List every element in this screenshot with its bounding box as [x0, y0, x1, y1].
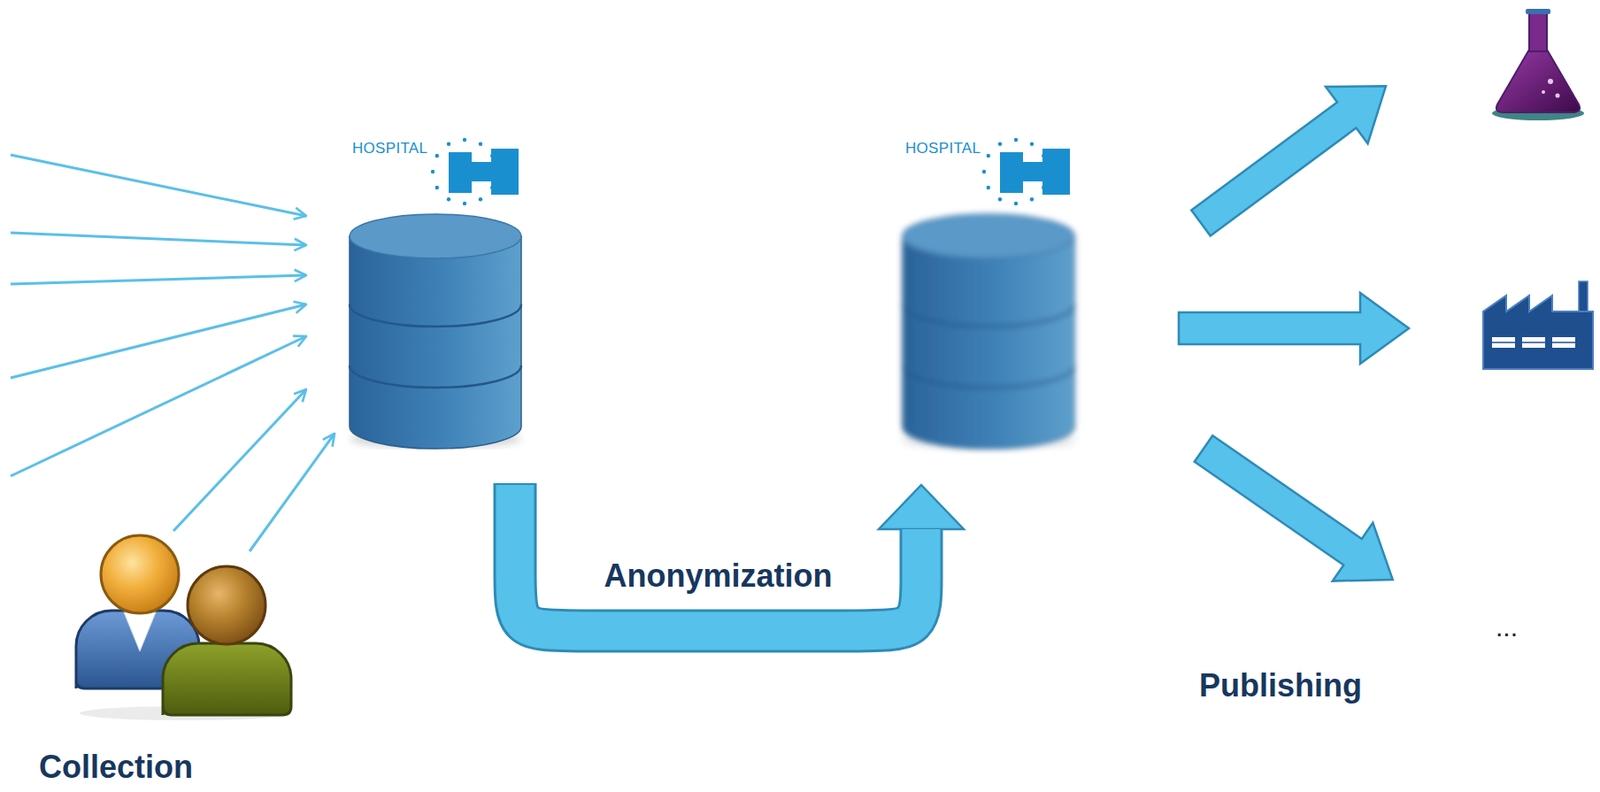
cylinder-band [349, 365, 522, 388]
database-shape [348, 214, 524, 458]
cylinder-body [902, 236, 1075, 449]
flask-icon [1492, 8, 1585, 121]
incoming-line [10, 232, 307, 246]
person-head [187, 566, 266, 645]
factory-icon [1483, 281, 1593, 370]
publish-arrow [1179, 57, 1408, 252]
incoming-line [10, 336, 307, 477]
hospital-label: HOSPITAL [905, 139, 981, 158]
hospital-label: HOSPITAL [352, 139, 428, 158]
person-body [162, 643, 292, 716]
people-icon [76, 535, 293, 721]
cylinder-top [902, 214, 1075, 259]
database-cylinder [902, 214, 1075, 449]
incoming-line [10, 275, 307, 285]
cylinder-band [902, 304, 1075, 327]
incoming-line [10, 304, 307, 378]
arrow-head [878, 484, 964, 530]
publish-arrow [1183, 419, 1413, 609]
cylinder-body [349, 236, 522, 449]
database-node: HOSPITAL [900, 132, 1077, 485]
hospital-logo [982, 138, 1070, 206]
hospital-logo [430, 138, 519, 206]
incoming-line [10, 154, 307, 216]
person-head [100, 535, 179, 614]
cylinder-top [349, 214, 522, 259]
anonymization-arrow [515, 483, 964, 631]
publish-arrow [1178, 292, 1409, 364]
incoming-line [173, 389, 307, 531]
database-cylinder [349, 214, 522, 449]
incoming-lines [10, 154, 335, 552]
caption-label: ... [1495, 614, 1518, 641]
cylinder-band [349, 304, 522, 327]
caption-label: Publishing [1199, 669, 1362, 702]
arrow-outline [515, 483, 922, 631]
caption-label: Collection [38, 751, 193, 784]
edge-label: Anonymization [604, 560, 833, 593]
person-collar [123, 612, 156, 652]
arrow-fill [515, 484, 922, 631]
incoming-line [249, 433, 335, 552]
database-node: HOSPITAL [346, 132, 524, 485]
cylinder-band [902, 365, 1075, 388]
database-shape [901, 214, 1077, 458]
